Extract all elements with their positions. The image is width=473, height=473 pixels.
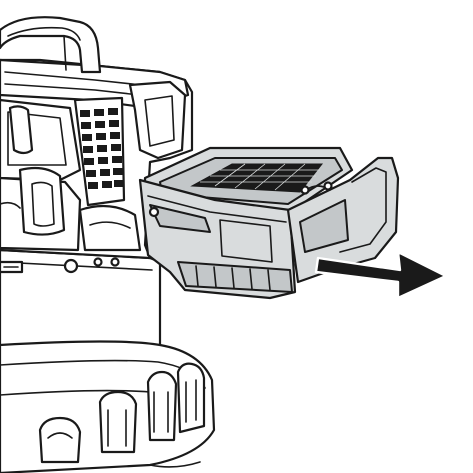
carry-handle: [0, 16, 102, 74]
pull-arrow: [314, 250, 448, 300]
collection-drum: [0, 248, 162, 352]
vacuum-head: [0, 58, 194, 274]
filter-mesh: [190, 163, 324, 193]
drum-base: [0, 340, 216, 473]
vent-grille: [73, 96, 126, 207]
